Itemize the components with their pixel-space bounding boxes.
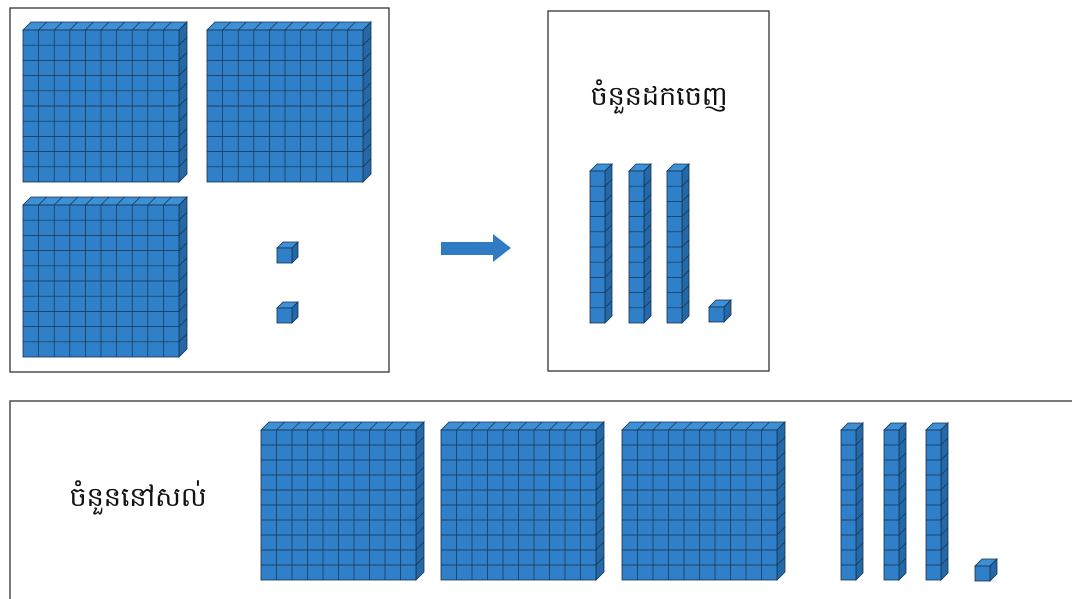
ten-rod bbox=[926, 423, 948, 580]
hundred-flat bbox=[207, 22, 371, 182]
taken-out-frame bbox=[548, 11, 769, 371]
ten-rod bbox=[629, 164, 651, 323]
hundred-flat bbox=[23, 22, 187, 182]
ten-rod bbox=[841, 423, 863, 580]
hundred-flat bbox=[261, 422, 424, 580]
ten-rod bbox=[590, 164, 612, 323]
one-cube bbox=[975, 559, 997, 581]
ten-rod bbox=[667, 164, 689, 323]
remaining-blocks-group bbox=[261, 422, 997, 581]
hundred-flat bbox=[23, 197, 187, 357]
right-arrow-icon bbox=[441, 234, 511, 262]
taken-out-label: ចំនួនដកចេញ bbox=[590, 79, 727, 114]
hundred-flat bbox=[441, 422, 604, 580]
one-cube bbox=[277, 242, 298, 263]
one-cube bbox=[277, 302, 298, 323]
original-blocks-group bbox=[23, 22, 371, 357]
hundred-flat bbox=[622, 422, 785, 580]
remaining-label: ចំនួននៅសល់ bbox=[69, 480, 206, 515]
ten-rod bbox=[884, 423, 906, 580]
taken-out-blocks-group bbox=[590, 164, 731, 323]
one-cube bbox=[709, 300, 731, 322]
